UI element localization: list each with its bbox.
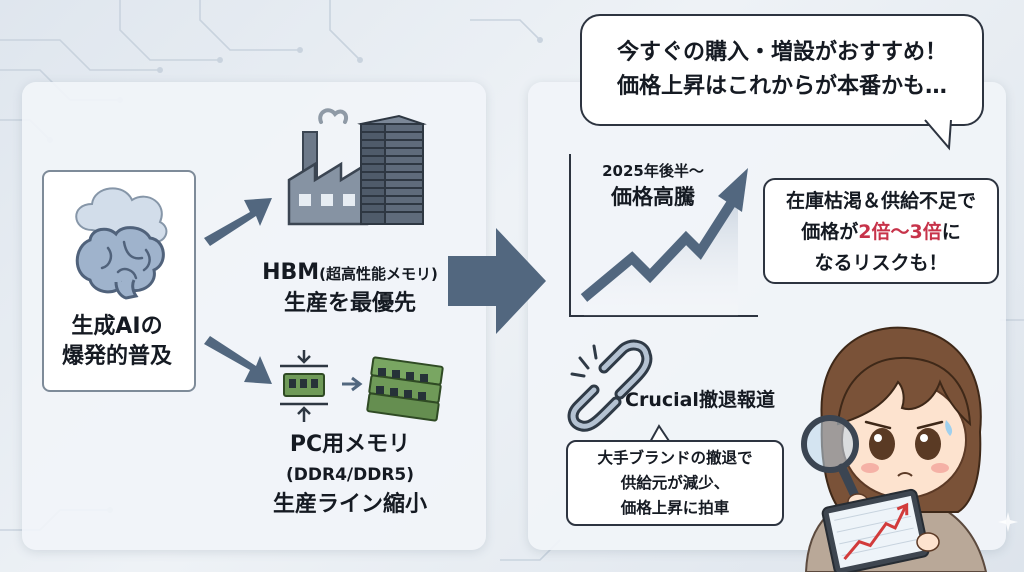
risk-callout: 在庫枯渇＆供給不足で 価格が2倍〜3倍に なるリスクも！: [763, 178, 999, 284]
chart-title: 2025年後半〜 価格高騰: [578, 160, 728, 212]
crucial-title: Crucial撤退報道: [625, 389, 775, 411]
source-line-2: 爆発的普及: [61, 344, 172, 369]
chart-title-line-1: 2025年後半〜: [602, 162, 704, 180]
news-box-tail: [648, 424, 672, 445]
chart-title-line-2: 価格高騰: [611, 185, 695, 209]
brain-cloud-icon: [75, 187, 168, 300]
broken-chain-icon: [567, 339, 653, 432]
factory-server-icon: [287, 108, 427, 226]
advice-speech-bubble: 今すぐの購入・増設がおすすめ！ 価格上昇はこれからが本番かも…: [580, 14, 984, 126]
risk-line-3: なるリスクも！: [814, 252, 948, 274]
risk-line-2-post: に: [941, 221, 961, 243]
news-line-1: 大手ブランドの撤退で: [597, 449, 753, 467]
bubble-line-2: 価格上昇はこれからが本番かも…: [616, 74, 947, 99]
arrow-down-right-icon: [204, 336, 272, 384]
source-line-1: 生成AIの: [71, 314, 163, 339]
price-chart: [569, 154, 758, 317]
source-title: 生成AIの 爆発的普及: [42, 312, 192, 372]
bubble-line-1: 今すぐの購入・増設がおすすめ！: [616, 40, 947, 65]
sparkle-icon: [998, 512, 1018, 532]
arrow-up-right-icon: [204, 198, 272, 246]
crucial-news-box: 大手ブランドの撤退で 供給元が減少、 価格上昇に拍車: [566, 440, 784, 526]
hbm-paren-label: (超高性能メモリ): [319, 265, 438, 283]
hbm-line-2: 生産を最優先: [283, 291, 416, 316]
risk-highlight: 2倍〜3倍: [858, 221, 942, 243]
risk-line-2-pre: 価格が: [801, 221, 859, 243]
hbm-main-label: HBM: [262, 260, 320, 285]
risk-line-1: 在庫枯渇＆供給不足で: [785, 190, 976, 212]
pc-line-1: PC用メモリ: [289, 432, 411, 457]
hbm-title: HBM(超高性能メモリ) 生産を最優先: [235, 258, 465, 319]
memory-modules-icon: [280, 350, 444, 422]
chart-area-fill: [584, 194, 738, 316]
pc-memory-title: PC用メモリ (DDR4/DDR5) 生産ライン縮小: [235, 430, 465, 520]
news-line-3: 価格上昇に拍車: [620, 499, 730, 517]
pc-line-2: (DDR4/DDR5): [285, 465, 415, 485]
girl-character-illustration: [801, 326, 988, 572]
chart-trend-line: [580, 199, 737, 302]
pc-line-3: 生産ライン縮小: [272, 492, 427, 517]
news-line-2: 供給元が減少、: [620, 474, 730, 492]
big-arrow-right-icon: [448, 228, 546, 334]
chart-trend-arrowhead: [718, 168, 748, 212]
bubble-tail: [924, 116, 952, 151]
